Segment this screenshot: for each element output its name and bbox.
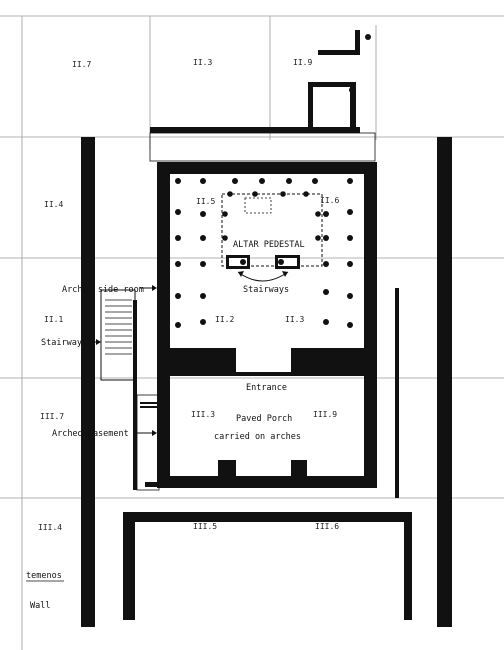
annotation-arrows (81, 285, 157, 436)
side-annex (100, 289, 160, 491)
grid-label-r3c3: II.3 (285, 315, 304, 324)
legend-temenos: temenos (26, 571, 62, 581)
stairway-label: Stairway (41, 338, 82, 348)
grid-label-r3c2: II.2 (215, 315, 234, 324)
grid-label-r2c1: II.4 (44, 200, 63, 209)
grid-label-r4c3: III.9 (313, 410, 337, 419)
grid-label-r4c1: III.7 (40, 412, 64, 421)
temple-structure (157, 162, 377, 488)
grid-label-r5c1: III.4 (38, 523, 62, 532)
entrance-label: Entrance (246, 383, 287, 393)
grid-label-r4c2: III.3 (191, 410, 215, 419)
stairways-label: Stairways (243, 285, 289, 295)
grid-label-r2c2: II.5 (196, 197, 215, 206)
grid-label-r2c3: II.6 (320, 196, 339, 205)
legend: temenos Wall (26, 571, 64, 611)
grid-label-r3c1: II.1 (44, 315, 63, 324)
paved-porch-label: Paved Porch (236, 414, 292, 424)
grid-label-r1c3: II.9 (293, 58, 312, 67)
grid-label-r5c3: III.6 (315, 522, 339, 531)
colonnade (175, 178, 353, 354)
temenos-walls (81, 137, 452, 627)
altar-pedestal-label: ALTAR PEDESTAL (233, 240, 305, 250)
legend-wall: Wall (30, 601, 50, 611)
grid-label-r5c2: III.5 (193, 522, 217, 531)
upper-ruins (149, 30, 376, 162)
grid-label-r1c1: II.7 (72, 60, 91, 69)
survey-grid (0, 15, 504, 650)
grid-label-r1c2: II.3 (193, 58, 212, 67)
arched-side-room-label: Arched side room (62, 285, 144, 295)
arched-basement-label: Arched basement (52, 429, 129, 439)
arches-label: carried on arches (214, 432, 301, 442)
